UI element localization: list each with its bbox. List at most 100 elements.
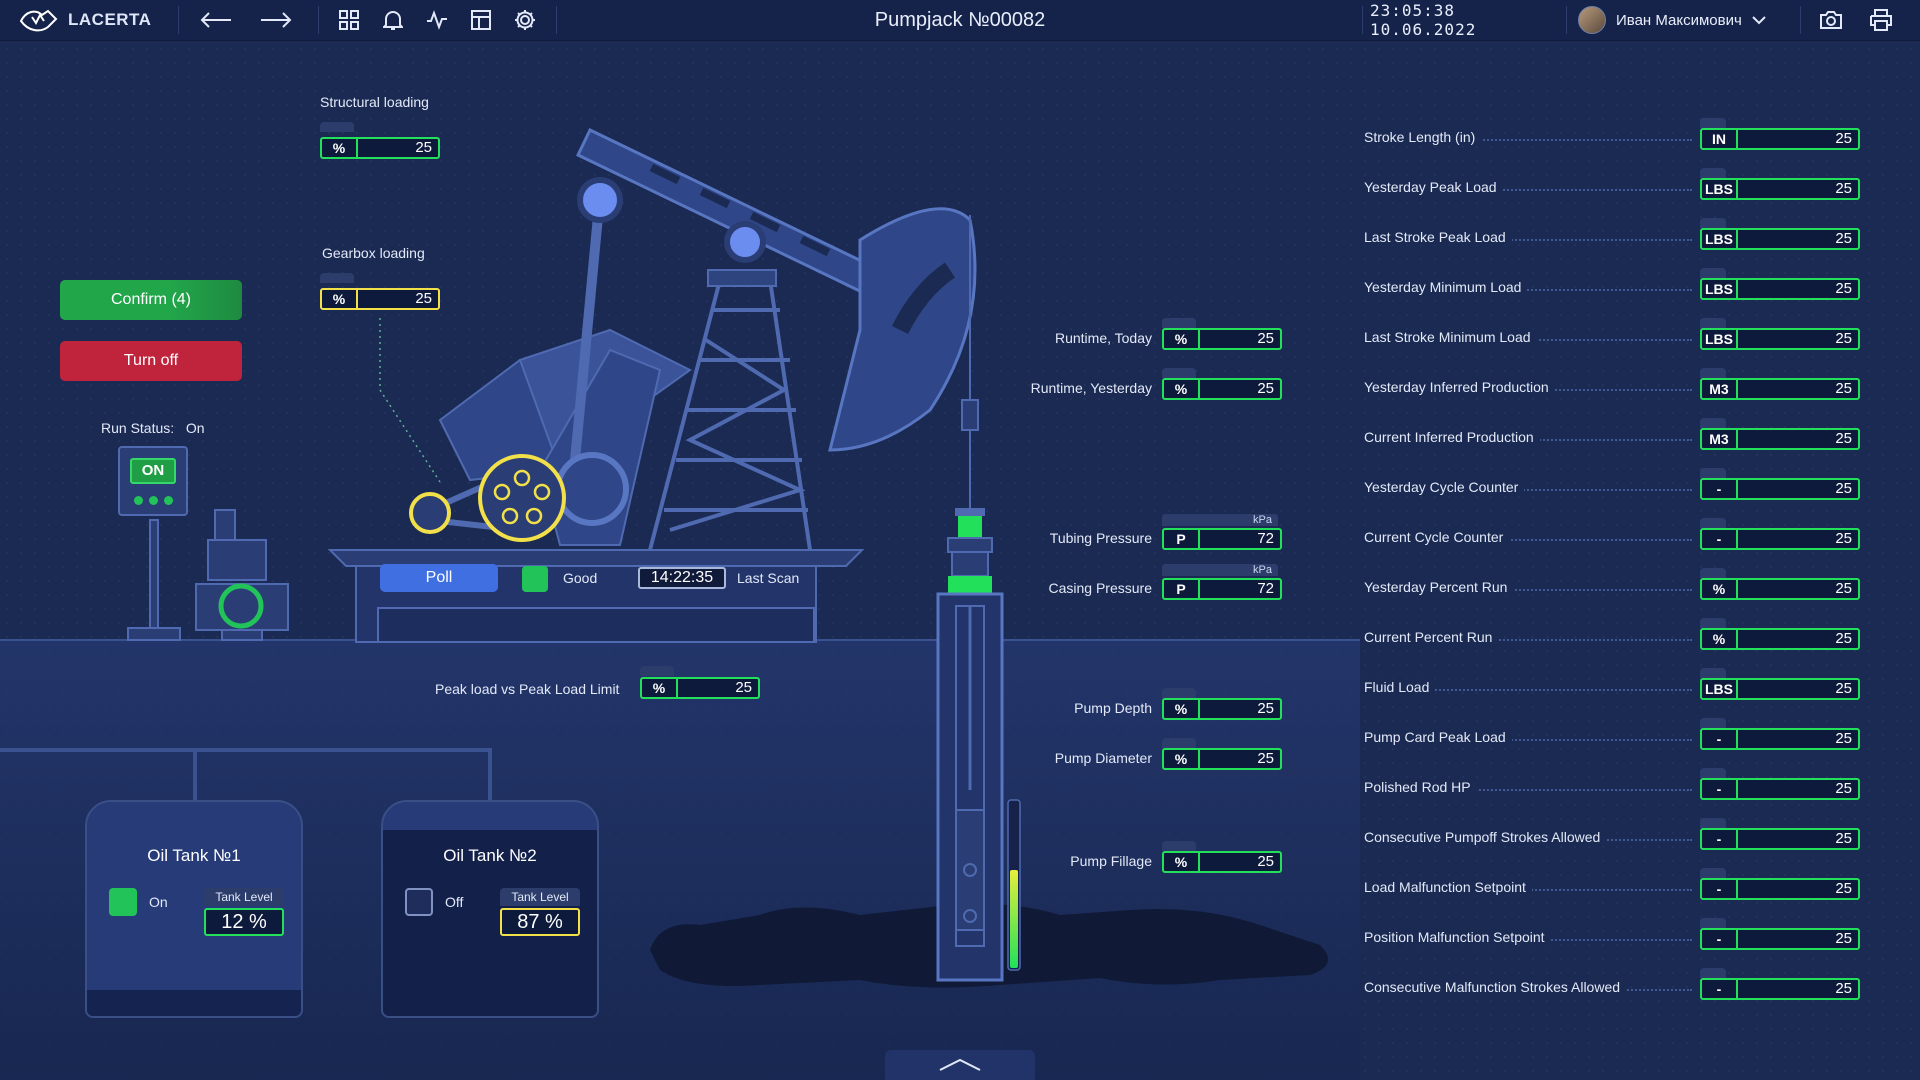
camera-icon bbox=[1820, 11, 1842, 29]
param-label: Current Cycle Counter bbox=[1364, 529, 1510, 545]
param-value-box: -25 bbox=[1700, 778, 1860, 800]
tank-level: Tank Level 87 % bbox=[500, 888, 580, 944]
screenshot-button[interactable] bbox=[1814, 0, 1848, 40]
activity-button[interactable] bbox=[422, 0, 452, 40]
param-row: Polished Rod HP -25 bbox=[1364, 768, 1864, 800]
param-label: Load Malfunction Setpoint bbox=[1364, 879, 1532, 895]
readout-value-box: %25 bbox=[1162, 748, 1282, 770]
param-value-box: -25 bbox=[1700, 928, 1860, 950]
param-row: Consecutive Pumpoff Strokes Allowed -25 bbox=[1364, 818, 1864, 850]
param-value-box: %25 bbox=[1700, 578, 1860, 600]
param-row: Yesterday Cycle Counter -25 bbox=[1364, 468, 1864, 500]
readout-value-box: %25 bbox=[1162, 698, 1282, 720]
notifications-button[interactable] bbox=[378, 0, 408, 40]
scan-status-indicator bbox=[522, 566, 548, 592]
param-label: Yesterday Cycle Counter bbox=[1364, 479, 1525, 495]
poll-button[interactable]: Poll bbox=[380, 564, 498, 592]
table-icon bbox=[471, 10, 491, 30]
scan-status: Good bbox=[563, 570, 598, 586]
status-leds bbox=[134, 496, 173, 505]
param-row: Yesterday Percent Run%25 bbox=[1364, 568, 1864, 600]
tank-name: Oil Tank №1 bbox=[147, 846, 241, 865]
readout-label: Runtime, Today bbox=[1054, 330, 1152, 346]
param-row: Load Malfunction Setpoint-25 bbox=[1364, 868, 1864, 900]
brand[interactable]: LACERTA bbox=[18, 0, 168, 40]
param-label: Current Inferred Production bbox=[1364, 429, 1540, 445]
grid-icon bbox=[339, 10, 359, 30]
readout-unit-label: kPa bbox=[1162, 564, 1278, 576]
param-label: Last Stroke Peak Load bbox=[1364, 229, 1512, 245]
user-menu[interactable]: Иван Максимович bbox=[1578, 0, 1792, 40]
peak-vs-limit-label: Peak load vs Peak Load Limit bbox=[435, 681, 620, 697]
tank-state-indicator[interactable] bbox=[109, 888, 137, 916]
confirm-button[interactable]: Confirm (4) bbox=[60, 280, 242, 320]
param-label: Consecutive Pumpoff Strokes Allowed bbox=[1364, 829, 1607, 845]
tank-level: Tank Level 12 % bbox=[204, 888, 284, 944]
readout-value-box: %25 bbox=[1162, 328, 1282, 350]
readout-value-box: %25 bbox=[1162, 378, 1282, 400]
param-value-box: -25 bbox=[1700, 528, 1860, 550]
printer-icon bbox=[1870, 9, 1892, 31]
tank-state-indicator[interactable] bbox=[405, 888, 433, 916]
param-row: Pump Card Peak Load-25 bbox=[1364, 718, 1864, 750]
activity-icon bbox=[427, 10, 447, 30]
param-value-box: %25 bbox=[1700, 628, 1860, 650]
run-status: Run Status: On bbox=[101, 420, 205, 436]
print-button[interactable] bbox=[1864, 0, 1898, 40]
oil-tank-1: Oil Tank №1 On Tank Level 12 % bbox=[85, 800, 303, 1018]
param-label: Fluid Load bbox=[1364, 679, 1436, 695]
gearbox-loading-label: Gearbox loading bbox=[322, 245, 425, 261]
readout-label: Pump Depth bbox=[1074, 700, 1152, 716]
param-label: Consecutive Malfunction Strokes Allowed bbox=[1364, 979, 1627, 995]
tank-name: Oil Tank №2 bbox=[443, 846, 537, 865]
arrow-right-icon bbox=[261, 12, 292, 28]
param-value-box: -25 bbox=[1700, 728, 1860, 750]
readout-label: Pump Fillage bbox=[1070, 853, 1152, 869]
param-label: Polished Rod HP bbox=[1364, 779, 1477, 795]
param-value-box: -25 bbox=[1700, 828, 1860, 850]
param-row: Position Malfunction Setpoint-25 bbox=[1364, 918, 1864, 950]
back-button[interactable] bbox=[196, 0, 236, 40]
forward-button[interactable] bbox=[256, 0, 296, 40]
bell-icon bbox=[383, 11, 403, 30]
expand-panel-button[interactable] bbox=[885, 1050, 1035, 1080]
param-label: Yesterday Peak Load bbox=[1364, 179, 1503, 195]
readout-label: Runtime, Yesterday bbox=[1030, 380, 1152, 396]
param-row: Consecutive Malfunction Strokes Allowed-… bbox=[1364, 968, 1864, 1000]
readout-label: Tubing Pressure bbox=[1049, 530, 1152, 546]
run-status-label: Run Status: bbox=[101, 420, 175, 436]
structural-loading-value: % 25 bbox=[320, 137, 440, 159]
param-label: Yesterday Inferred Production bbox=[1364, 379, 1555, 395]
oil-tank-2: Oil Tank №2 Off Tank Level 87 % bbox=[381, 800, 599, 1018]
dashboard-button[interactable] bbox=[334, 0, 364, 40]
turn-off-button[interactable]: Turn off bbox=[60, 341, 242, 381]
param-label: Stroke Length (in) bbox=[1364, 129, 1482, 145]
param-label: Yesterday Minimum Load bbox=[1364, 279, 1528, 295]
param-value-box: -25 bbox=[1700, 478, 1860, 500]
on-switch[interactable]: ON bbox=[130, 458, 176, 484]
last-scan-label: Last Scan bbox=[737, 570, 800, 586]
last-scan-time: 14:22:35 bbox=[638, 567, 726, 589]
avatar bbox=[1578, 6, 1606, 34]
table-button[interactable] bbox=[466, 0, 496, 40]
chevron-down-icon bbox=[1752, 16, 1766, 25]
clock: 23:05:38 10.06.2022 bbox=[1370, 1, 1477, 39]
settings-button[interactable] bbox=[510, 0, 540, 40]
param-label: Last Stroke Minimum Load bbox=[1364, 329, 1537, 345]
tank-level-value: 87 % bbox=[500, 908, 580, 936]
chevron-up-icon bbox=[939, 1058, 981, 1071]
run-switch-panel: ON bbox=[118, 446, 188, 516]
